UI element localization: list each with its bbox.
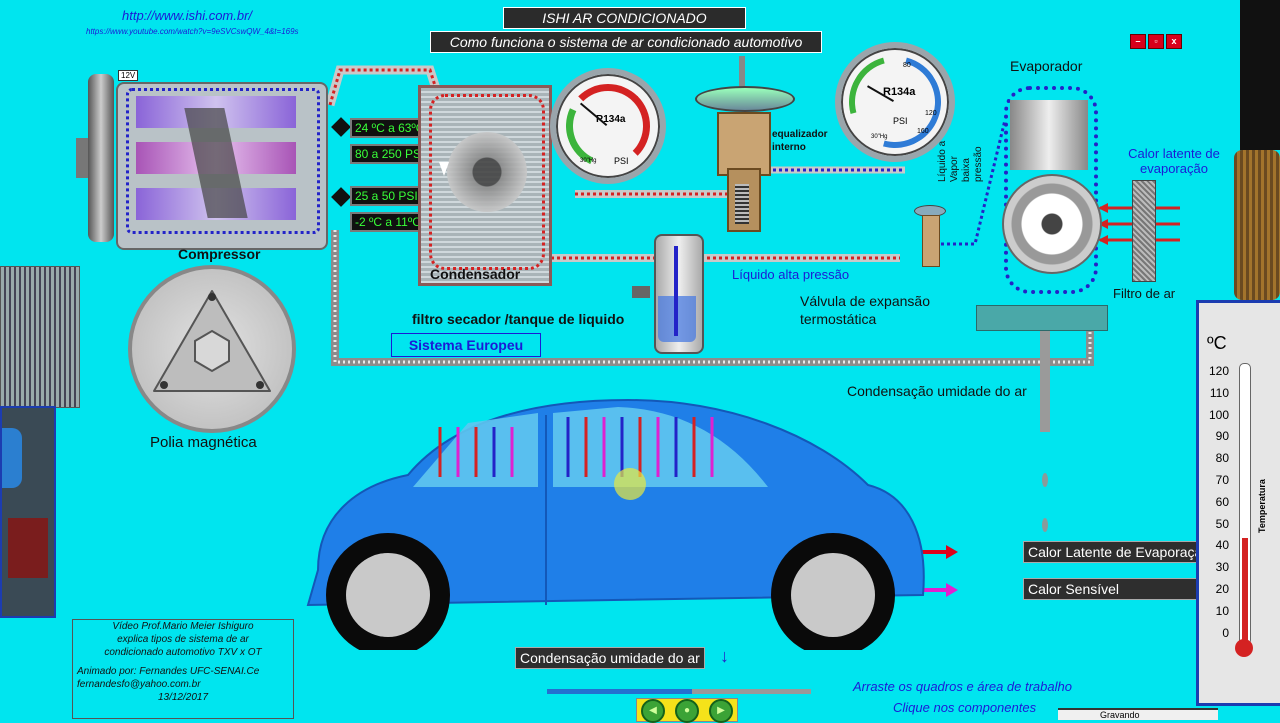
high-gauge-scale: 30"Hg: [580, 158, 597, 164]
valve-label: Válvula de expansão termostática: [800, 293, 930, 327]
instruction-click: Clique nos componentes: [893, 700, 1037, 715]
system-type-button[interactable]: Sistema Europeu: [391, 333, 541, 357]
blower-icon: [1002, 174, 1102, 274]
low-gauge-brand: R134a: [883, 86, 916, 98]
low-gauge-tick: 120: [925, 110, 937, 117]
wooden-object: [1234, 150, 1280, 300]
filter-drier-label: filtro secador /tanque de liquido: [412, 311, 625, 327]
credits-line: Animado por: Fernandes UFC-SENAI.Ce: [77, 666, 260, 677]
fan-icon: [447, 132, 527, 212]
compressor-label: Compressor: [178, 246, 261, 262]
condenser[interactable]: [418, 85, 552, 286]
camera-feed-bottom: [0, 406, 56, 618]
low-temp-readout: -2 ºC a 11ºC: [350, 212, 426, 232]
equalizer-label: equalizador interno: [772, 129, 828, 153]
compressor[interactable]: 12V: [76, 68, 334, 250]
down-arrow-icon: ↓: [720, 646, 729, 666]
back-button[interactable]: ◀: [641, 699, 665, 723]
low-gauge-tick: 80: [903, 62, 911, 69]
youtube-link[interactable]: https://www.youtube.com/watch?v=9eSVCswQ…: [86, 27, 299, 36]
condenser-label: Condensador: [430, 266, 521, 282]
low-pressure-readout: 25 a 50 PSI: [350, 186, 423, 206]
thermometer-unit: ºC: [1207, 333, 1227, 353]
credits-line: explica tipos de sistema de ar: [117, 634, 249, 645]
low-gauge-tick: 160: [917, 128, 929, 135]
site-link[interactable]: http://www.ishi.com.br/: [122, 8, 253, 23]
low-gauge-unit: PSI: [893, 116, 908, 126]
progress-track[interactable]: [547, 689, 811, 694]
low-gauge-scale: 30"Hg: [871, 134, 888, 140]
high-temp-readout: 24 ºC a 63ºC: [350, 118, 430, 138]
sensible-heat-button[interactable]: Calor Sensível: [1023, 578, 1203, 600]
latent-heat-button[interactable]: Calor Latente de Evaporação: [1023, 541, 1203, 563]
sight-glass-icon: [632, 286, 650, 298]
drain-tray: [976, 305, 1108, 331]
magnetic-pulley[interactable]: [128, 265, 296, 433]
high-gauge-brand: R134a: [596, 114, 626, 125]
playback-controls: ◀ ● ▶: [636, 698, 738, 723]
pause-button[interactable]: ●: [675, 699, 699, 723]
pulley-label: Polia magnética: [150, 434, 257, 451]
instruction-drag: Arraste os quadros e área de trabalho: [853, 679, 1072, 694]
app-title: ISHI AR CONDICIONADO: [503, 7, 746, 29]
cursor-highlight: [614, 468, 646, 500]
air-filter[interactable]: [1132, 180, 1156, 282]
liquid-high-label: Líquido alta pressão: [732, 267, 850, 282]
small-expansion-valve[interactable]: [914, 205, 946, 275]
maximize-button[interactable]: ▫: [1148, 34, 1164, 49]
app-subtitle: Como funciona o sistema de ar condiciona…: [430, 31, 822, 53]
minimize-button[interactable]: –: [1130, 34, 1146, 49]
camera-feed-top: [0, 266, 80, 408]
air-filter-label: Filtro de ar: [1113, 286, 1176, 301]
high-pressure-readout: 80 a 250 PSI: [350, 144, 430, 164]
credits-line: fernandesfo@yahoo.com.br: [77, 679, 201, 690]
airflow-arrows: [438, 417, 714, 477]
car[interactable]: [298, 395, 938, 650]
high-pressure-gauge[interactable]: R134a PSI 30"Hg: [550, 68, 666, 184]
recording-indicator: Gravando: [1058, 708, 1218, 720]
credits-box: Vídeo Prof.Mario Meier Ishiguro explica …: [72, 619, 294, 719]
camera-edge: [1240, 0, 1280, 150]
thermometer-tube: [1239, 363, 1251, 645]
credits-line: 13/12/2017: [157, 692, 209, 703]
close-button[interactable]: x: [1166, 34, 1182, 49]
credits-line: condicionado automotivo TXV x OT: [104, 647, 262, 658]
evaporator[interactable]: [998, 80, 1102, 294]
progress-fill: [547, 689, 693, 694]
forward-button[interactable]: ▶: [709, 699, 733, 723]
expansion-valve[interactable]: [695, 56, 795, 246]
thermometer-fill: [1242, 537, 1248, 644]
low-pressure-gauge[interactable]: R134a PSI 30"Hg 80 120 160: [832, 39, 958, 165]
thermometer-bulb: [1235, 639, 1253, 657]
credits-line: Vídeo Prof.Mario Meier Ishiguro: [112, 621, 254, 632]
voltage-tag: 12V: [118, 70, 139, 81]
latent-heat-label: Calor latente de evaporação: [1128, 146, 1220, 176]
thermometer-label: Temperatura: [1257, 479, 1267, 533]
filter-drier[interactable]: [654, 234, 704, 354]
high-gauge-unit: PSI: [614, 156, 629, 166]
condensation-label: Condensação umidade do ar: [847, 383, 1027, 399]
condensation-button[interactable]: Condensação umidade do ar: [515, 647, 705, 669]
evaporator-label: Evaporador: [1010, 58, 1083, 74]
